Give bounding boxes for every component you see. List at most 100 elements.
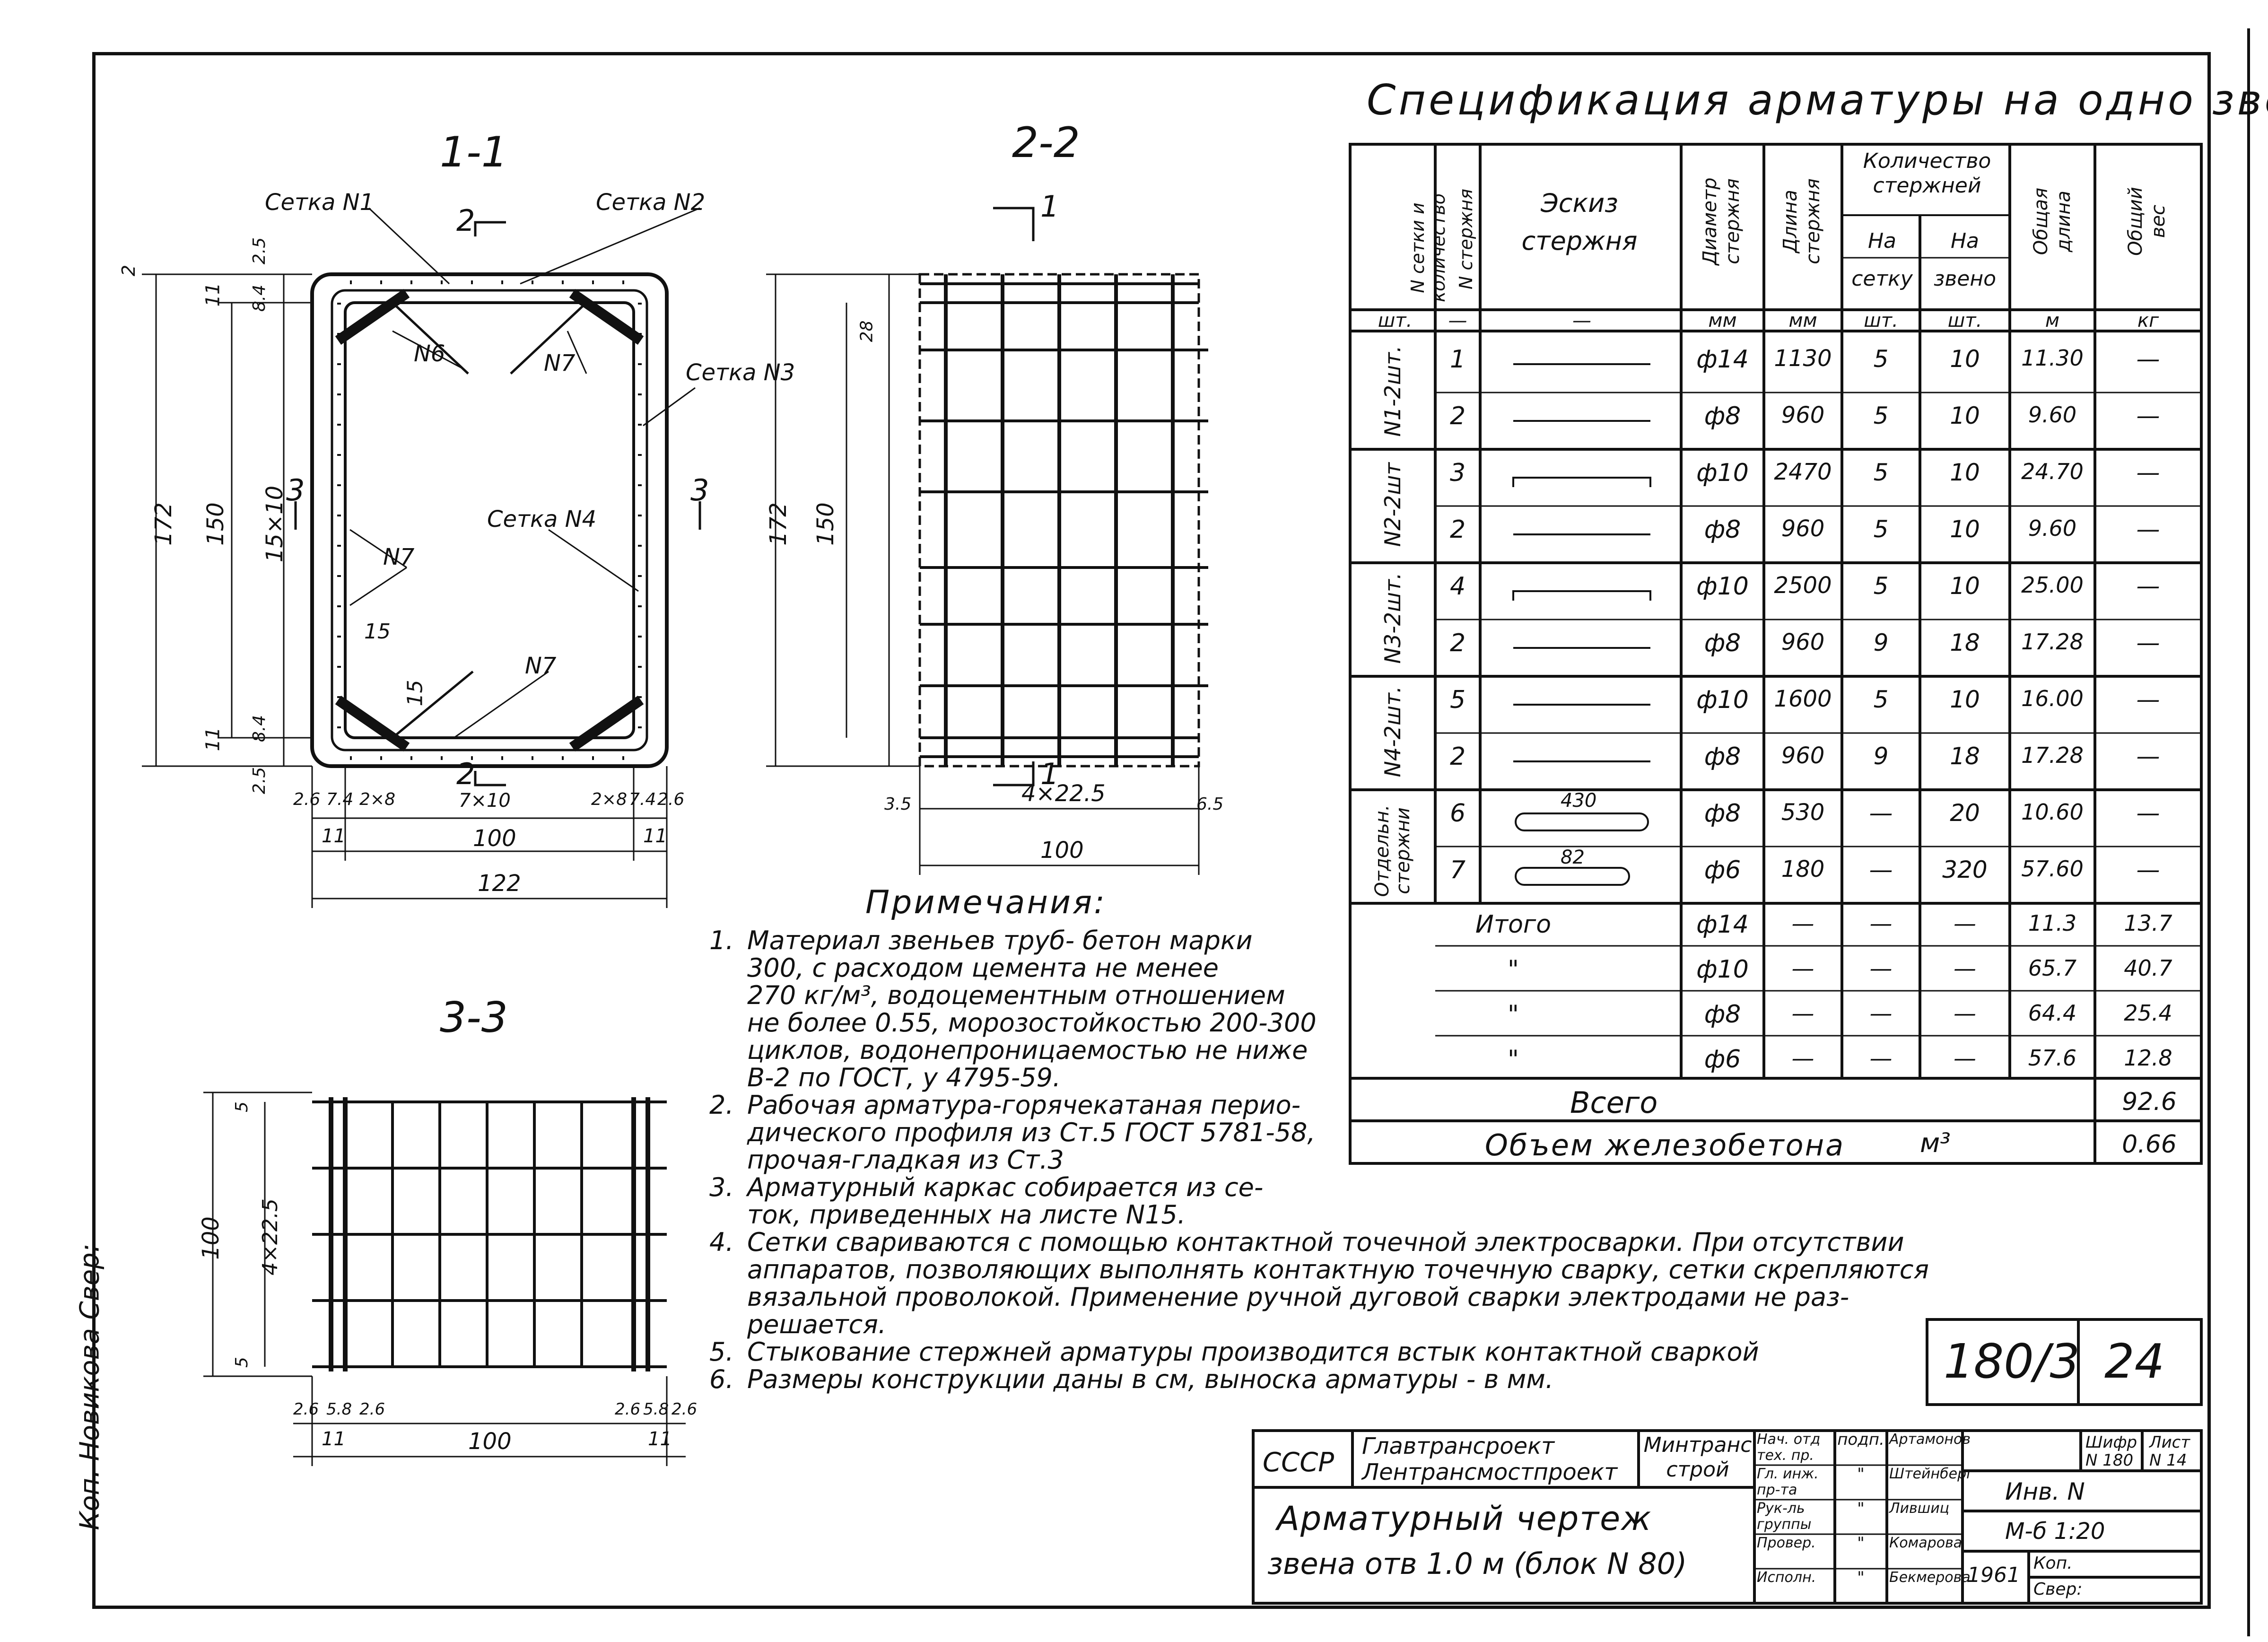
dim-8-4-top: 8.4 xyxy=(250,284,270,312)
spec-header-qty-zveno: На звено xyxy=(1933,229,1997,291)
cut-mark-1-bottom: 1 xyxy=(1040,757,1059,791)
section-2-2-title: 2-2 xyxy=(1012,118,1080,167)
dim-2-6-s3-r: 2.6 xyxy=(615,1400,641,1419)
spec-total-c: — xyxy=(1954,1000,1976,1027)
spec-cell-z: 10 xyxy=(1950,515,1980,543)
unit-total-len: м xyxy=(2045,310,2060,332)
spec-total-tl: 64.4 xyxy=(2028,1000,2077,1026)
cut-mark-3-left: 3 xyxy=(286,473,305,507)
dim-6-5-s2: 6.5 xyxy=(1196,795,1224,814)
spec-cell-len: 2500 xyxy=(1774,572,1832,599)
sheet-code: 180/3 xyxy=(1944,1334,2080,1389)
spec-total-c: — xyxy=(1954,955,1976,982)
tb-title-1: Арматурный чертеж xyxy=(1277,1499,1652,1538)
volume-unit: м³ xyxy=(1920,1128,1951,1159)
section-1-1-title: 1-1 xyxy=(440,128,508,176)
spec-cell-len: 960 xyxy=(1781,742,1825,769)
tb-sver: Свер: xyxy=(2033,1580,2083,1599)
dim-2-6-s3-r2: 2.6 xyxy=(672,1400,698,1419)
dim-100-s3: 100 xyxy=(197,1216,224,1260)
dim-15-v: 15 xyxy=(403,680,427,707)
tb-org1: Главтрансроект xyxy=(1362,1433,1555,1459)
spec-total-d: ф14 xyxy=(1696,910,1749,939)
section-3-3-drawing xyxy=(203,1092,686,1466)
label-n7-bottom: N7 xyxy=(525,653,557,679)
dim-15x10: 15×10 xyxy=(262,485,288,563)
spec-cell-n: 2 xyxy=(1449,402,1466,430)
spec-cell-n: 3 xyxy=(1449,459,1466,487)
spec-cell-n: 2 xyxy=(1449,515,1466,544)
tb-inv: Инв. N xyxy=(2005,1478,2085,1505)
note-text: Стыкование стержней арматуры производитс… xyxy=(747,1337,1759,1367)
dim-28-s2: 28 xyxy=(857,320,877,342)
spec-total-a: — xyxy=(1791,910,1814,937)
dim-11-s3-r: 11 xyxy=(648,1428,672,1450)
tb-role-cell: Гл. инж. пр-та xyxy=(1757,1466,1819,1498)
spec-cell-d: ф8 xyxy=(1704,799,1741,828)
spec-cell-z: 18 xyxy=(1950,629,1980,656)
spec-cell-tl: 17.28 xyxy=(2021,742,2084,768)
spec-total-b: — xyxy=(1869,910,1893,937)
tb-role-cell: Провер. xyxy=(1757,1535,1816,1551)
spec-title: Спецификация арматуры на одно звено xyxy=(1367,76,2268,124)
note-number: 6. xyxy=(709,1364,734,1394)
tb-role-cell: Рук-ль группы xyxy=(1757,1500,1812,1533)
spec-cell-s: 5 xyxy=(1873,686,1889,713)
spec-cell-n: 5 xyxy=(1449,686,1466,714)
dim-2-6-left: 2.6 xyxy=(293,790,321,809)
spec-total-c: — xyxy=(1954,1045,1976,1072)
spec-cell-z: 10 xyxy=(1950,572,1980,600)
dim-100: 100 xyxy=(473,825,516,852)
spec-cell-z: 20 xyxy=(1950,799,1980,827)
group-n1: N1-2шт. xyxy=(1380,345,1405,437)
tb-ministry: Минтранс строй xyxy=(1643,1433,1752,1482)
tb-podp-cell: подп. xyxy=(1837,1430,1884,1449)
dim-11-bl: 11 xyxy=(322,825,346,847)
spec-cell-s: — xyxy=(1869,799,1893,827)
spec-cell-tl: 24.70 xyxy=(2021,459,2084,484)
spec-total-a: — xyxy=(1791,1045,1814,1072)
spec-cell-z: 10 xyxy=(1950,459,1980,486)
spec-cell-len: 960 xyxy=(1781,629,1825,655)
spec-cell-n: 6 xyxy=(1449,799,1466,828)
spec-cell-d: ф10 xyxy=(1696,686,1749,714)
dim-3-5-s2: 3.5 xyxy=(884,795,912,814)
dim-11-top: 11 xyxy=(202,282,224,307)
dim-100-s3-b: 100 xyxy=(468,1428,512,1455)
note-number: 3. xyxy=(709,1172,734,1202)
spec-header-diam: Диаметр стержня xyxy=(1699,177,1744,265)
spec-cell-s: — xyxy=(1869,856,1893,883)
vsego-label: Всего xyxy=(1570,1085,1658,1120)
spec-cell-z: 10 xyxy=(1950,686,1980,713)
spec-total-b: — xyxy=(1869,1000,1893,1027)
spec-total-tl: 11.3 xyxy=(2028,910,2077,936)
spec-cell-len: 2470 xyxy=(1774,459,1832,485)
spec-cell-w: — xyxy=(2136,799,2160,827)
note-text: Размеры конструкции даны в см, выноска а… xyxy=(747,1364,1554,1394)
spec-cell-n: 2 xyxy=(1449,629,1466,657)
spec-total-tl: 57.6 xyxy=(2028,1045,2077,1071)
spec-cell-s: 5 xyxy=(1873,459,1889,486)
group-n2: N2-2шт xyxy=(1380,462,1405,547)
spec-cell-n: 4 xyxy=(1449,572,1466,601)
label-setka-1: Сетка N1 xyxy=(265,189,375,216)
cut-mark-3-right: 3 xyxy=(690,473,709,507)
unit-length: мм xyxy=(1788,310,1817,332)
spec-header-length: Длина стержня xyxy=(1780,178,1824,264)
spec-sketch-dim: 430 xyxy=(1561,790,1597,812)
spec-header-eskiz: Эскиз стержня xyxy=(1521,188,1638,256)
dim-122: 122 xyxy=(478,870,521,897)
spec-header-setka: N сетки и количество xyxy=(1407,193,1449,302)
spec-cell-z: 18 xyxy=(1950,742,1980,770)
tb-name-cell: Штейнберг xyxy=(1889,1466,1974,1482)
tb-scale: М-б 1:20 xyxy=(2005,1518,2105,1545)
dim-150-s2: 150 xyxy=(812,502,839,546)
spec-cell-d: ф8 xyxy=(1704,515,1741,544)
tb-ussr: СССР xyxy=(1263,1447,1335,1478)
vsego-value: 92.6 xyxy=(2122,1088,2177,1116)
unit-eskiz: — xyxy=(1572,310,1591,332)
drawing-frame xyxy=(92,52,2211,1609)
dim-5-8-s3-l: 5.8 xyxy=(326,1400,352,1419)
spec-cell-d: ф6 xyxy=(1704,856,1741,884)
